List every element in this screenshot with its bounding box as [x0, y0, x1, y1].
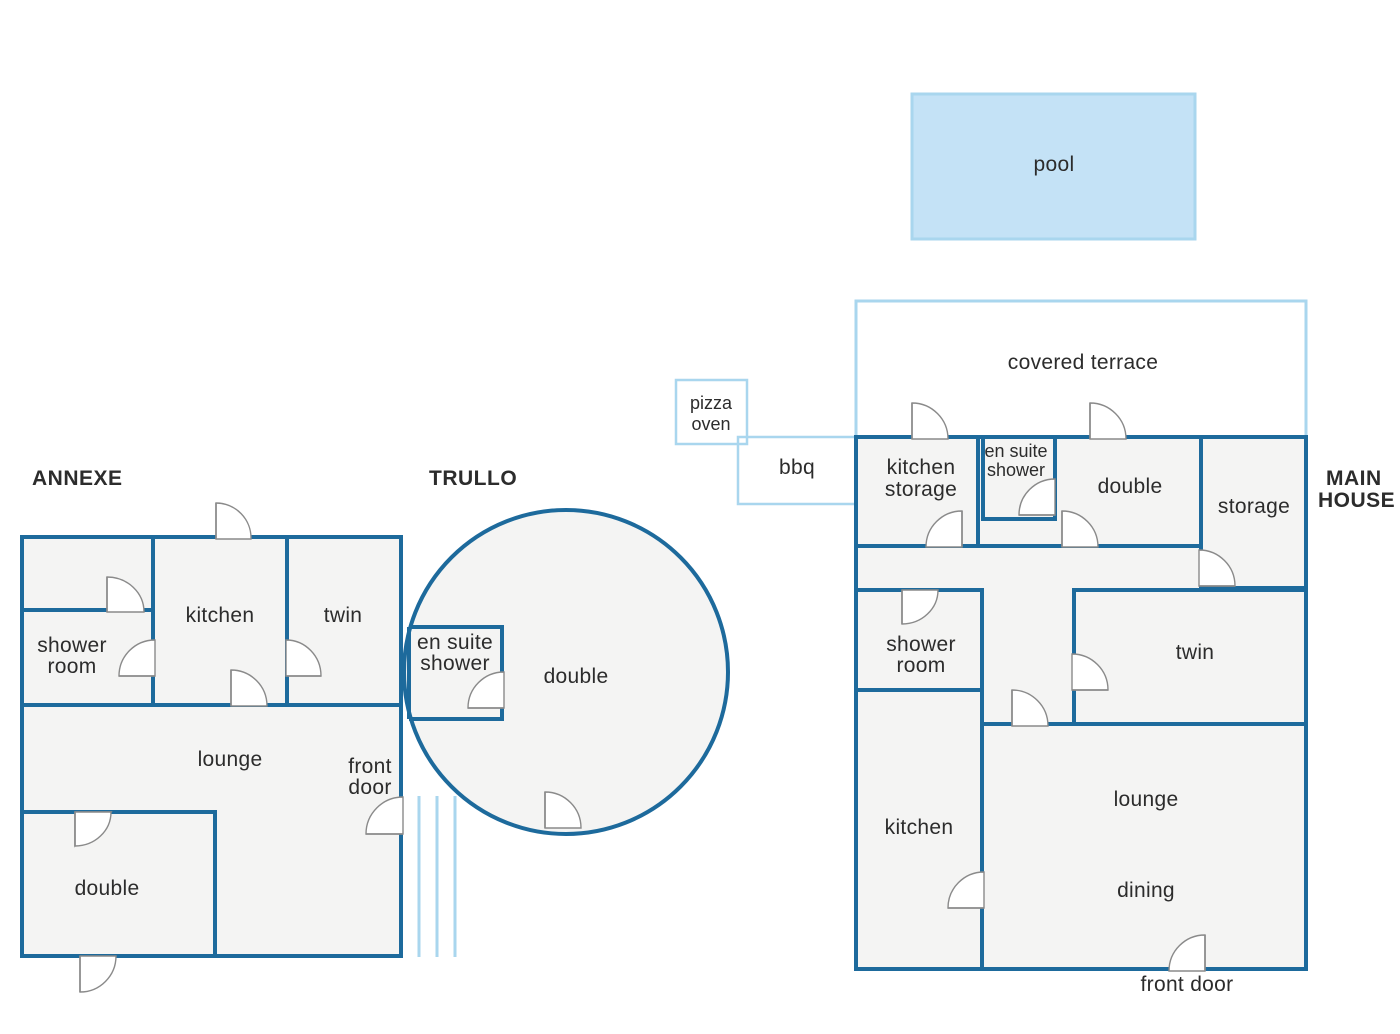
- door-icon: [467, 671, 505, 709]
- main-kitchen-storage-label-1: kitchen: [887, 456, 956, 479]
- main-double-label: double: [1098, 475, 1163, 498]
- annexe-shower-room-label-2: room: [47, 655, 96, 678]
- door-icon: [901, 589, 939, 625]
- main-house-title-1: MAIN: [1326, 467, 1382, 490]
- main-twin-label: twin: [1176, 641, 1215, 664]
- door-icon: [544, 791, 582, 829]
- door-icon: [215, 502, 252, 540]
- door-icon: [1198, 549, 1236, 587]
- annexe: kitchen twin shower room lounge front do…: [20, 502, 404, 993]
- front-door-icon: [365, 796, 404, 835]
- main-front-door-label: front door: [1141, 973, 1234, 996]
- main-dining-label: dining: [1117, 879, 1175, 902]
- annexe-shower-room-label-1: shower: [37, 634, 107, 657]
- bbq: bbq: [736, 435, 856, 506]
- bbq-label: bbq: [779, 456, 815, 479]
- door-icon: [74, 811, 113, 848]
- door-icon: [1061, 510, 1099, 548]
- door-icon: [1011, 689, 1049, 727]
- annexe-front-door-label-1: front: [348, 755, 392, 778]
- pizza-oven-label-2: oven: [691, 414, 730, 434]
- trullo-double-label: double: [544, 665, 609, 688]
- trullo-en-suite-label-2: shower: [420, 652, 490, 675]
- annexe-kitchen-label: kitchen: [186, 604, 255, 627]
- main-kitchen-label: kitchen: [885, 816, 954, 839]
- door-icon: [1089, 402, 1127, 440]
- door-icon: [118, 639, 156, 677]
- annexe-front-door-label-2: door: [348, 776, 391, 799]
- annexe-title: ANNEXE: [32, 467, 123, 490]
- annexe-twin-label: twin: [324, 604, 363, 627]
- main-shower-room-label-2: room: [896, 654, 945, 677]
- main-house: kitchen storage en suite shower double s…: [854, 402, 1308, 996]
- pool: pool: [910, 92, 1197, 241]
- front-door-icon: [1168, 934, 1206, 972]
- annexe-lounge-label: lounge: [198, 748, 263, 771]
- door-icon: [285, 639, 322, 677]
- main-en-suite-label-2: shower: [987, 460, 1045, 480]
- door-icon: [911, 402, 949, 440]
- main-house-title-2: HOUSE: [1318, 489, 1395, 512]
- door-icon: [79, 955, 117, 993]
- trullo-en-suite-label-1: en suite: [417, 631, 493, 654]
- main-lounge-label: lounge: [1114, 788, 1179, 811]
- door-icon: [947, 871, 985, 909]
- annexe-double-label: double: [75, 877, 140, 900]
- main-kitchen-storage-label-2: storage: [885, 478, 957, 501]
- pizza-oven: pizza oven: [674, 378, 749, 446]
- pizza-oven-label-1: pizza: [690, 393, 733, 413]
- pool-label: pool: [1034, 153, 1075, 176]
- door-icon: [925, 510, 963, 548]
- covered-terrace-label: covered terrace: [1008, 351, 1158, 374]
- trullo-title: TRULLO: [429, 467, 517, 490]
- door-icon: [106, 576, 145, 613]
- main-en-suite-label-1: en suite: [984, 441, 1047, 461]
- main-storage-label: storage: [1218, 495, 1290, 518]
- door-icon: [1018, 478, 1056, 516]
- covered-terrace: covered terrace: [854, 299, 1308, 437]
- door-icon: [230, 669, 268, 707]
- trullo: en suite shower double: [402, 508, 730, 836]
- steps: [417, 796, 457, 957]
- door-icon: [1071, 653, 1109, 691]
- main-shower-room-label-1: shower: [886, 633, 956, 656]
